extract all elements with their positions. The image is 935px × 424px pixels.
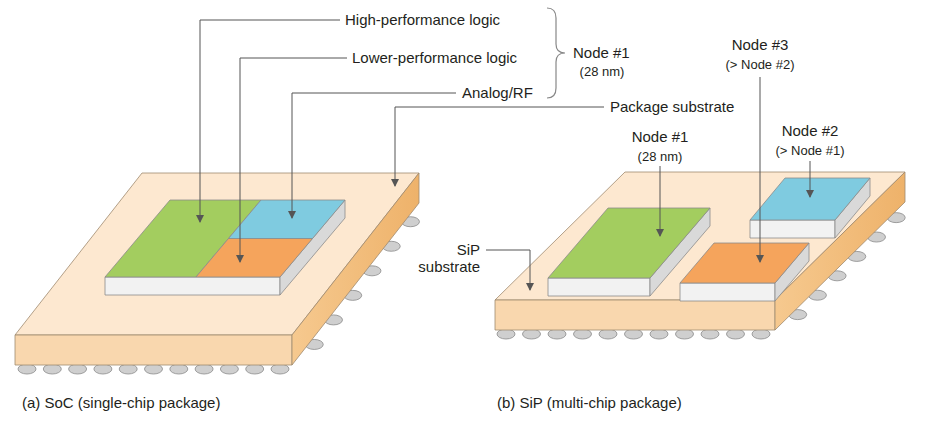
part-label: Lower-performance logic <box>352 49 517 66</box>
chip-node3 <box>680 243 809 301</box>
part-label: Node #2 <box>782 122 839 139</box>
solder-ball <box>271 364 289 374</box>
part-label: Node #3 <box>732 36 789 53</box>
part-label: High-performance logic <box>345 11 500 28</box>
solder-ball <box>119 364 137 374</box>
leader-lines <box>200 20 810 290</box>
solder-ball <box>170 364 188 374</box>
solder-ball <box>727 329 745 339</box>
bracket <box>547 8 565 98</box>
solder-ball <box>650 329 668 339</box>
part-label: Node #1 <box>632 128 689 145</box>
solder-ball <box>599 329 617 339</box>
solder-ball <box>701 329 719 339</box>
part-label: (> Node #2) <box>725 57 794 72</box>
part-label: Package substrate <box>610 98 734 115</box>
part-label: Analog/RF <box>462 84 533 101</box>
package-substrate <box>15 173 419 365</box>
solder-ball <box>574 329 592 339</box>
part-label: (> Node #1) <box>775 143 844 158</box>
solder-ball <box>145 364 163 374</box>
part-label: Node #1 <box>573 44 630 61</box>
solder-ball <box>497 329 515 339</box>
caption: (a) SoC (single-chip package) <box>22 394 220 411</box>
analog-rf-region <box>229 200 346 239</box>
part-label: (28 nm) <box>580 64 625 79</box>
solder-ball <box>220 364 238 374</box>
part-label: SiP substrate <box>410 241 480 275</box>
solder-ball <box>548 329 566 339</box>
lower-performance-region <box>196 239 313 278</box>
soc-chip <box>105 200 345 295</box>
part-label: (28 nm) <box>638 149 683 164</box>
solder-ball <box>523 329 541 339</box>
solder-ball <box>94 364 112 374</box>
solder-ball <box>752 329 770 339</box>
solder-ball <box>18 364 36 374</box>
solder-ball <box>625 329 643 339</box>
sip-substrate <box>495 172 905 330</box>
solder-ball <box>43 364 61 374</box>
solder-ball <box>676 329 694 339</box>
solder-ball <box>69 364 87 374</box>
solder-ball <box>246 364 264 374</box>
solder-ball <box>195 364 213 374</box>
caption: (b) SiP (multi-chip package) <box>497 394 682 411</box>
